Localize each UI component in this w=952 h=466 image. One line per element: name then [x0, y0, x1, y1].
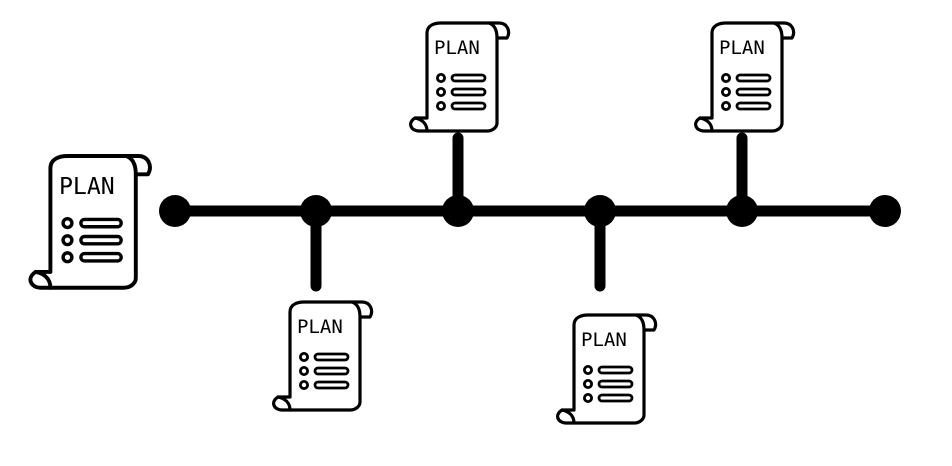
document-label-start: PLAN — [59, 173, 115, 200]
timeline-point-1 — [159, 195, 191, 227]
timeline-point-6 — [869, 195, 901, 227]
document-label-point-4: PLAN — [581, 329, 627, 351]
timeline-point-4 — [584, 195, 616, 227]
scroll-document-icon: PLAN — [694, 21, 796, 133]
timeline-point-2 — [300, 195, 332, 227]
scroll-document-icon: PLAN — [409, 21, 511, 133]
timeline-point-3 — [442, 195, 474, 227]
scroll-document-icon: PLAN — [272, 300, 374, 412]
scroll-document-icon: PLAN — [556, 313, 658, 425]
scroll-document-icon: PLAN — [28, 154, 152, 290]
document-label-point-5: PLAN — [719, 37, 765, 59]
document-label-point-3: PLAN — [434, 37, 480, 59]
document-label-point-2: PLAN — [297, 316, 343, 338]
timeline-point-5 — [726, 195, 758, 227]
